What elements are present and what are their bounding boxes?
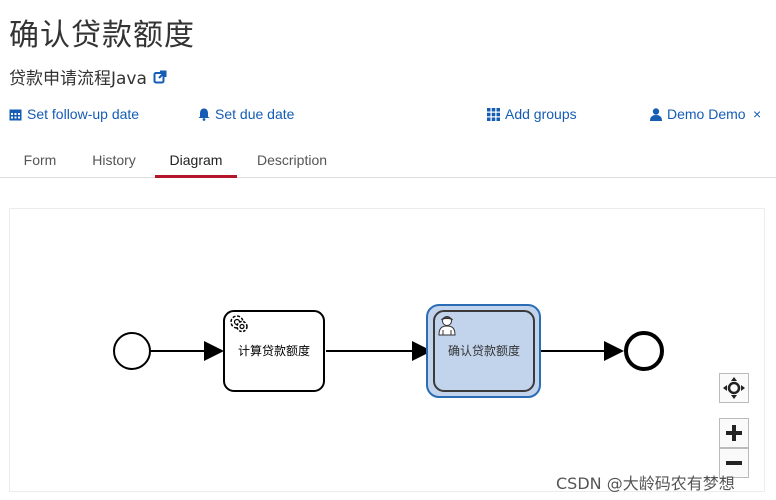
tab-form[interactable]: Form bbox=[23, 152, 57, 168]
end-event[interactable] bbox=[624, 331, 664, 371]
bpmn-diagram-canvas[interactable]: 计算贷款额度 确认贷款额度 bbox=[9, 208, 765, 492]
grid-icon bbox=[487, 107, 500, 121]
process-link[interactable]: 贷款申请流程Java bbox=[9, 64, 167, 89]
set-due-date-link[interactable]: Set due date bbox=[198, 106, 294, 122]
service-task-label: 计算贷款额度 bbox=[238, 343, 310, 358]
zoom-out-button[interactable] bbox=[719, 448, 749, 478]
user-task-active[interactable]: 确认贷款额度 bbox=[426, 304, 541, 398]
user-icon bbox=[650, 107, 662, 121]
external-link-icon[interactable] bbox=[153, 70, 167, 84]
user-icon bbox=[438, 316, 456, 336]
gear-icon bbox=[230, 315, 248, 333]
start-event[interactable] bbox=[113, 332, 151, 370]
plus-icon bbox=[726, 425, 742, 441]
tab-description[interactable]: Description bbox=[256, 152, 328, 168]
page-title: 确认贷款额度 bbox=[9, 18, 195, 53]
process-name: 贷款申请流程Java bbox=[9, 69, 147, 89]
set-follow-up-date-link[interactable]: Set follow-up date bbox=[9, 106, 139, 122]
tab-history[interactable]: History bbox=[92, 152, 136, 168]
bell-icon bbox=[198, 108, 210, 121]
minus-icon bbox=[726, 461, 742, 465]
service-task[interactable]: 计算贷款额度 bbox=[223, 310, 325, 392]
add-groups-label: Add groups bbox=[505, 106, 577, 122]
crosshair-icon bbox=[723, 377, 745, 399]
user-task-label: 确认贷款额度 bbox=[448, 343, 520, 358]
calendar-icon bbox=[9, 109, 22, 120]
tab-bar: Form History Diagram Description bbox=[0, 145, 776, 178]
assignee-link[interactable]: Demo Demo bbox=[650, 106, 746, 122]
set-due-date-label: Set due date bbox=[215, 106, 295, 122]
tab-diagram[interactable]: Diagram bbox=[155, 145, 237, 178]
reset-zoom-button[interactable] bbox=[719, 373, 749, 403]
assignee-name: Demo Demo bbox=[667, 106, 746, 122]
set-follow-up-date-label: Set follow-up date bbox=[27, 106, 140, 122]
add-groups-link[interactable]: Add groups bbox=[487, 106, 577, 122]
watermark: CSDN @大龄码农有梦想 bbox=[556, 474, 735, 493]
zoom-in-button[interactable] bbox=[719, 418, 749, 448]
remove-assignee-button[interactable]: × bbox=[753, 106, 762, 122]
